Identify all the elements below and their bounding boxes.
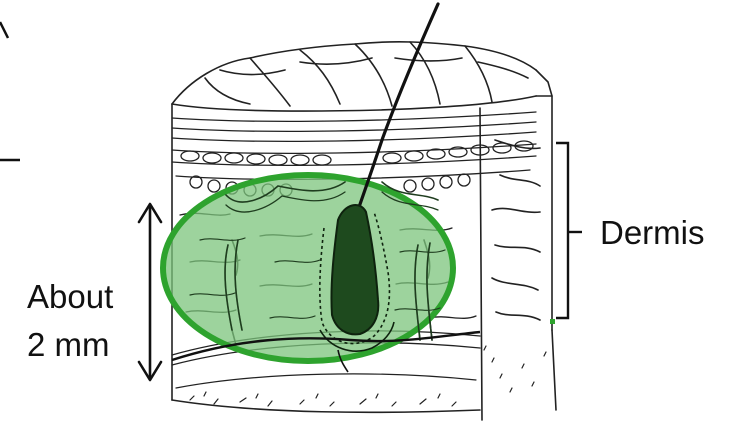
dermis-label: Dermis	[600, 214, 705, 251]
epidermis-surface	[172, 42, 552, 111]
thickness-label-line1: About	[27, 278, 113, 315]
thickness-label-line2: 2 mm	[27, 326, 110, 363]
thickness-arrow	[139, 204, 161, 380]
left-edge-fragments	[0, 22, 20, 160]
dermis-highlight-ellipse	[163, 175, 453, 361]
green-marker-dot	[550, 319, 555, 324]
block-right-face	[480, 96, 556, 420]
dermis-bracket	[556, 143, 582, 318]
